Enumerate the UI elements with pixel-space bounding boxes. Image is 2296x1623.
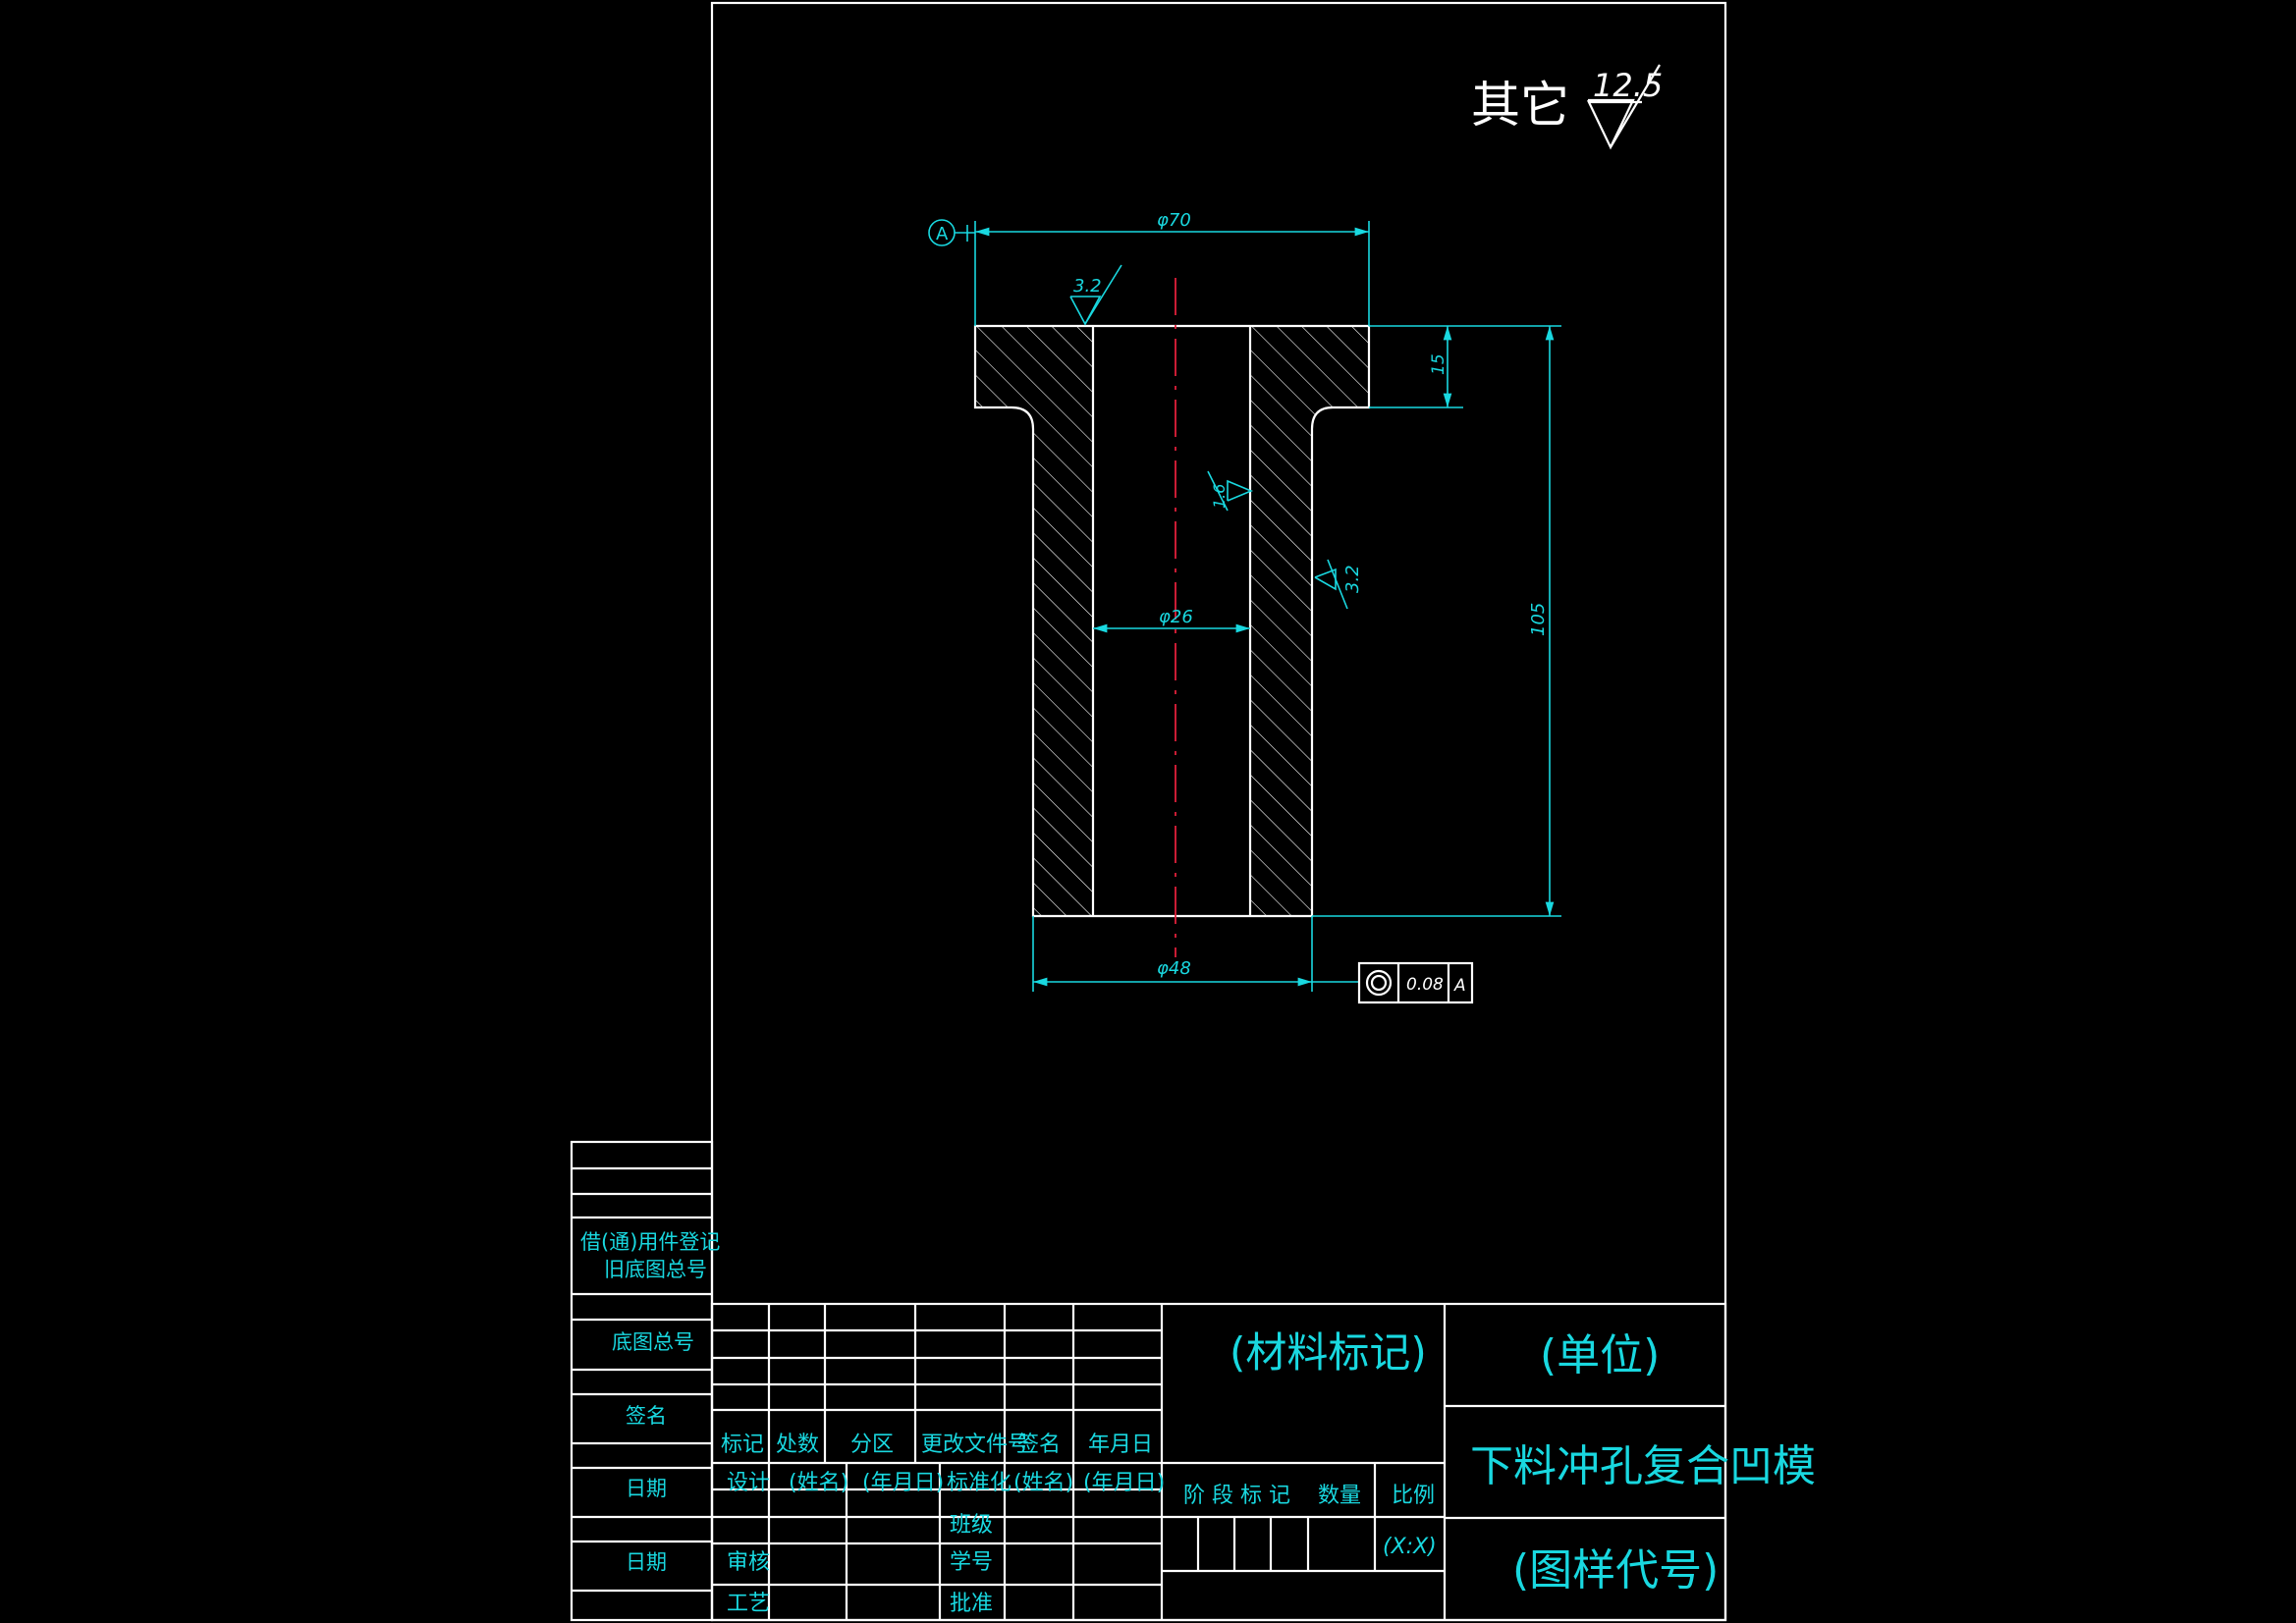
- design-row: 设计 (姓名) (年月日) 标准化 (姓名) (年月日): [727, 1471, 1165, 1495]
- review-label: 审核: [727, 1550, 770, 1575]
- svg-text:标准化: 标准化: [947, 1471, 1011, 1495]
- revision-header-row: 标记 处数 分区 更改文件号 签名 年月日: [721, 1433, 1153, 1457]
- roughness-value-outer: 3.2: [1342, 565, 1363, 593]
- dim-flange-thickness: 15: [1369, 325, 1463, 408]
- class-label: 班级: [950, 1513, 993, 1538]
- material-mark: (材料标记): [1230, 1328, 1427, 1377]
- svg-text:年月日: 年月日: [1088, 1433, 1153, 1457]
- quantity-label: 数量: [1318, 1484, 1361, 1508]
- base-drawing-no-label: 底图总号: [612, 1330, 694, 1354]
- svg-text:(姓名): (姓名): [789, 1471, 848, 1495]
- scale-value: (X:X): [1383, 1535, 1437, 1559]
- side-signature-label: 签名: [626, 1404, 667, 1428]
- borrow-register-label: 借(通)用件登记: [580, 1230, 720, 1254]
- student-no-label: 学号: [950, 1550, 993, 1575]
- roughness-symbol-bore: 1.6: [1207, 470, 1254, 512]
- dim-shaft-dia-text: φ48: [1157, 958, 1191, 979]
- dim-flange-thk-text: 15: [1429, 353, 1449, 375]
- part-section: [973, 324, 1371, 918]
- side-date-label-2: 日期: [626, 1550, 667, 1574]
- unit-name: (单位): [1540, 1330, 1660, 1380]
- svg-text:签名: 签名: [1017, 1433, 1061, 1457]
- scale-label: 比例: [1392, 1484, 1435, 1508]
- dim-total-length: 105: [1312, 325, 1561, 917]
- datum-a-label: A: [936, 224, 949, 244]
- svg-text:标记: 标记: [721, 1433, 764, 1457]
- process-label: 工艺: [727, 1592, 770, 1616]
- roughness-note-label: 其它: [1471, 77, 1569, 134]
- old-drawing-no-label: 旧底图总号: [604, 1258, 707, 1281]
- datum-a-symbol: A: [928, 219, 975, 246]
- approve-label: 批准: [950, 1592, 993, 1616]
- dim-bore-diameter: φ26: [1093, 607, 1250, 633]
- dim-bore-dia-text: φ26: [1159, 607, 1193, 627]
- dim-flange-diameter: φ70: [974, 210, 1370, 326]
- roughness-value-bore: 1.6: [1210, 484, 1229, 509]
- roughness-symbol-outer: 3.2: [1314, 559, 1363, 610]
- stage-mark-label: 阶 段 标 记: [1183, 1484, 1290, 1508]
- side-block: 借(通)用件登记 旧底图总号 底图总号 签名 日期 日期: [570, 1140, 720, 1622]
- svg-text:(年月日): (年月日): [862, 1471, 944, 1495]
- svg-text:更改文件号: 更改文件号: [921, 1433, 1029, 1457]
- tolerance-frame: 0.08 A: [1357, 961, 1474, 1004]
- side-date-label-1: 日期: [626, 1477, 667, 1500]
- svg-text:分区: 分区: [850, 1433, 894, 1457]
- drawing-code: (图样代号): [1512, 1545, 1719, 1596]
- tolerance-datum: A: [1453, 976, 1466, 996]
- roughness-value-top: 3.2: [1073, 276, 1102, 297]
- dim-flange-dia-text: φ70: [1157, 210, 1191, 231]
- hatch-right: [1250, 326, 1369, 916]
- dim-shaft-diameter: φ48: [1032, 916, 1359, 992]
- svg-text:设计: 设计: [727, 1471, 770, 1495]
- svg-text:处数: 处数: [776, 1433, 819, 1457]
- roughness-symbol-general: 12.5: [1587, 64, 1663, 150]
- dim-total-len-text: 105: [1528, 603, 1549, 636]
- roughness-symbol-top: 3.2: [1069, 264, 1122, 326]
- part-name: 下料冲孔复合凹模: [1470, 1441, 1816, 1491]
- svg-text:(姓名): (姓名): [1013, 1471, 1073, 1495]
- tolerance-value: 0.08: [1406, 975, 1444, 995]
- svg-text:(年月日): (年月日): [1083, 1471, 1165, 1495]
- roughness-value-general: 12.5: [1593, 67, 1663, 104]
- title-block: 标记 处数 分区 更改文件号 签名 年月日 设计 (姓名) (年月日) 标准化 …: [710, 1302, 1816, 1622]
